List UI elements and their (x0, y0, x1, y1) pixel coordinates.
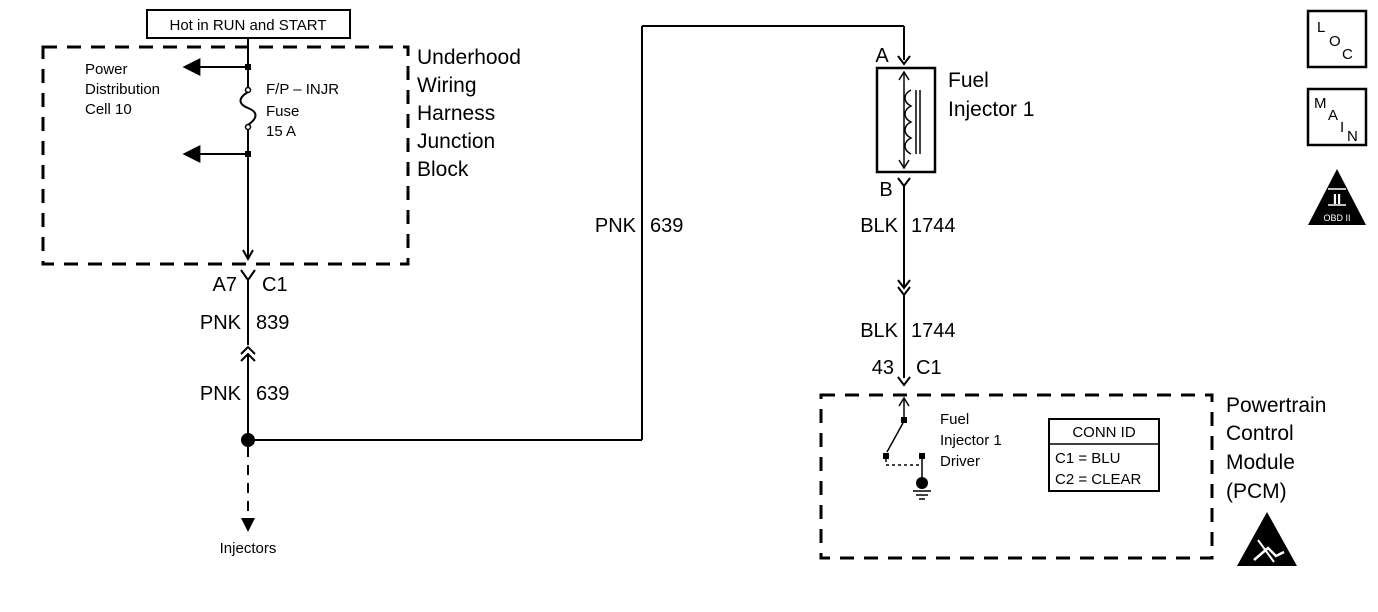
svg-text:L: L (1317, 19, 1325, 36)
injectors-label: Injectors (220, 540, 277, 557)
svg-text:Distribution: Distribution (85, 81, 160, 98)
driver-label: Fuel Injector 1 Driver (940, 411, 1002, 470)
svg-text:15 A: 15 A (266, 123, 296, 140)
svg-text:Control: Control (1226, 422, 1294, 445)
svg-text:639: 639 (650, 215, 683, 237)
svg-text:PNK: PNK (200, 312, 242, 334)
svg-text:Block: Block (417, 158, 469, 181)
conn-id-table: CONN ID C1 = BLU C2 = CLEAR (1048, 418, 1160, 492)
obd2-icon[interactable]: II OBD II (1308, 169, 1366, 225)
connector-a7-c1: A7 C1 (213, 269, 288, 345)
svg-text:Injector 1: Injector 1 (940, 432, 1002, 449)
svg-text:Wiring: Wiring (417, 74, 477, 97)
svg-text:1744: 1744 (911, 215, 956, 237)
svg-text:F/P – INJR: F/P – INJR (266, 81, 339, 98)
power-distribution-label: Power Distribution Cell 10 (85, 61, 160, 118)
conn-id-title: CONN ID (1072, 424, 1136, 441)
svg-text:A7: A7 (213, 274, 237, 296)
svg-text:Fuel: Fuel (948, 69, 989, 92)
fuel-injector: A B (875, 45, 937, 288)
power-source-label: Hot in RUN and START (170, 17, 327, 34)
svg-text:BLK: BLK (860, 215, 898, 237)
wire-blk-1744-lower: BLK 1744 (860, 320, 955, 342)
injector-pin-b: B (879, 179, 892, 201)
pcm-boundary (819, 393, 1214, 560)
main-icon[interactable]: M A I N (1306, 87, 1368, 147)
junction-block-boundary (41, 45, 410, 266)
svg-text:1744: 1744 (911, 320, 956, 342)
ground-icon (913, 477, 931, 500)
svg-text:Fuel: Fuel (940, 411, 969, 428)
svg-text:PNK: PNK (595, 215, 637, 237)
loc-icon[interactable]: L O C (1306, 9, 1368, 69)
injector-pin-a: A (875, 45, 889, 67)
svg-text:Injector 1: Injector 1 (948, 98, 1034, 121)
svg-text:Power: Power (85, 61, 128, 78)
svg-text:Underhood: Underhood (417, 46, 521, 69)
svg-text:Cell 10: Cell 10 (85, 101, 132, 118)
junction-block-name: Underhood Wiring Harness Junction Block (417, 46, 521, 181)
esd-warning-icon (1237, 512, 1297, 566)
splice-run: Injectors (220, 25, 905, 557)
injector-driver-switch (883, 396, 925, 478)
svg-text:Module: Module (1226, 451, 1295, 474)
svg-text:(PCM): (PCM) (1226, 480, 1287, 503)
svg-text:OBD II: OBD II (1323, 213, 1350, 223)
fuse-feed (182, 38, 257, 262)
wire-pnk-639-right: PNK 639 (595, 215, 684, 237)
power-source-box: Hot in RUN and START (146, 9, 351, 39)
svg-text:Driver: Driver (940, 453, 980, 470)
connector-43-c1: 43 C1 (872, 357, 942, 387)
fuse-label: F/P – INJR Fuse 15 A (266, 81, 339, 140)
inline-connector-left (240, 345, 256, 440)
svg-text:639: 639 (256, 383, 289, 405)
wire-pnk-639-left: PNK 639 (200, 383, 290, 405)
svg-text:Junction: Junction (417, 130, 495, 153)
svg-text:C1: C1 (916, 357, 942, 379)
svg-text:43: 43 (872, 357, 894, 379)
fuse-symbol (239, 91, 257, 126)
svg-text:M: M (1314, 95, 1327, 112)
svg-text:BLK: BLK (860, 320, 898, 342)
svg-text:II: II (1333, 191, 1341, 208)
svg-text:N: N (1347, 128, 1358, 145)
svg-text:Fuse: Fuse (266, 103, 299, 120)
svg-text:C1: C1 (262, 274, 288, 296)
inline-connector-right (897, 279, 911, 378)
svg-text:839: 839 (256, 312, 289, 334)
svg-text:O: O (1329, 33, 1341, 50)
svg-text:Powertrain: Powertrain (1226, 394, 1326, 417)
pcm-name: Powertrain Control Module (PCM) (1226, 394, 1326, 503)
conn-id-row: C1 = BLU (1055, 450, 1120, 467)
svg-text:PNK: PNK (200, 383, 242, 405)
svg-text:Harness: Harness (417, 102, 495, 125)
wire-blk-1744-upper: BLK 1744 (860, 215, 955, 237)
wire-pnk-839: PNK 839 (200, 312, 290, 334)
svg-text:A: A (1328, 107, 1338, 124)
conn-id-row: C2 = CLEAR (1055, 471, 1141, 488)
injector-name: Fuel Injector 1 (948, 69, 1034, 121)
svg-text:I: I (1340, 119, 1344, 136)
svg-text:C: C (1342, 46, 1353, 63)
